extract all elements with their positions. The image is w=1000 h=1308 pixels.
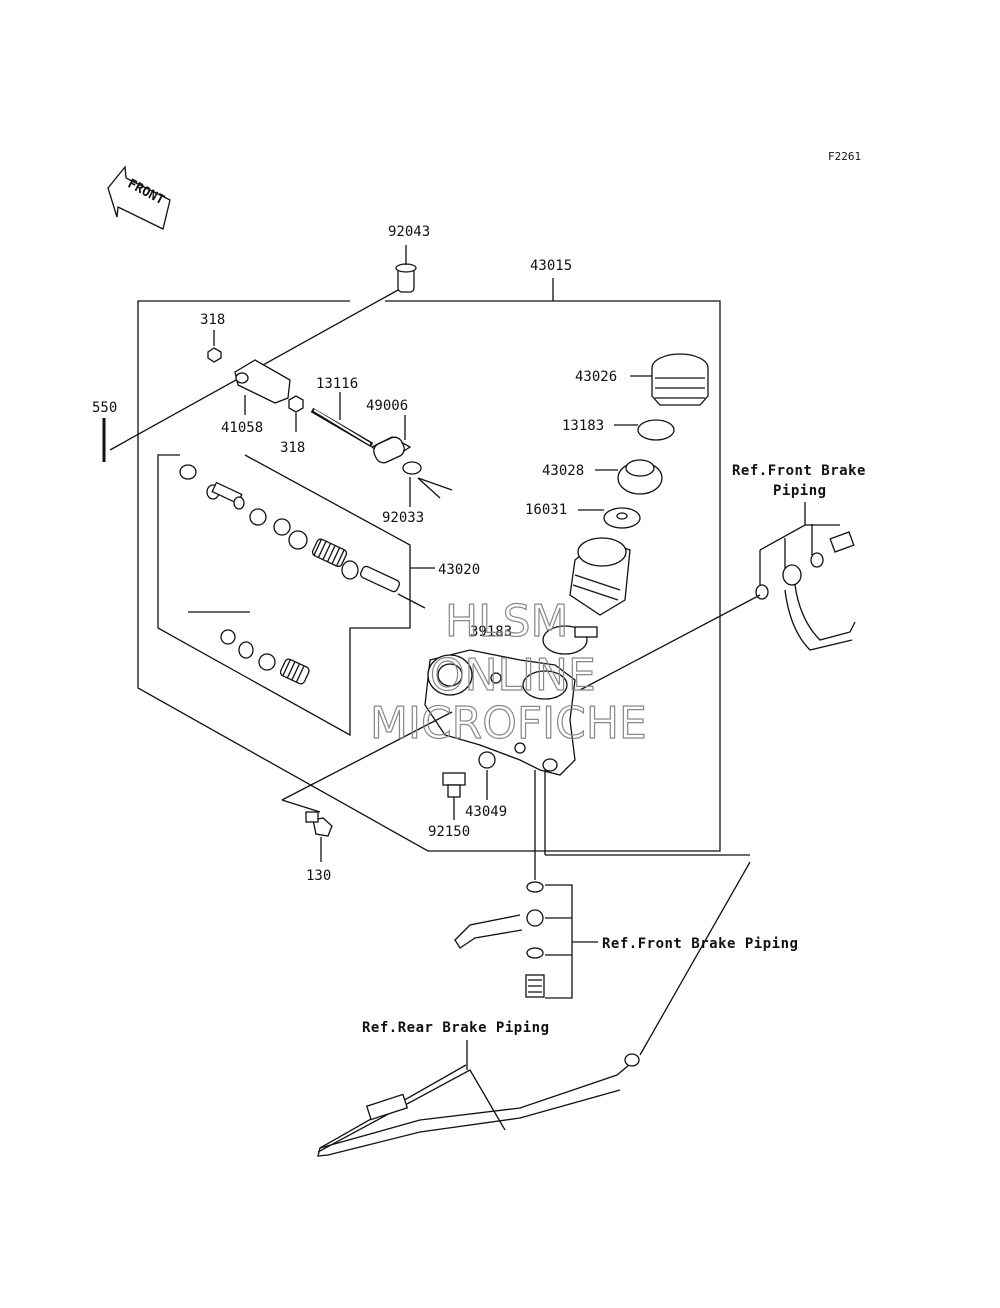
label-92150: 92150 xyxy=(428,824,470,840)
ref-front-brake-top-line2: Piping xyxy=(773,483,827,499)
ref-front-brake-mid: Ref.Front Brake Piping xyxy=(602,936,798,952)
watermark-line3: MICROFICHE xyxy=(370,698,647,749)
part-49006-bushing xyxy=(370,415,412,464)
label-41058: 41058 xyxy=(221,420,263,436)
master-cylinder-body xyxy=(424,649,750,880)
part-16031-float xyxy=(578,507,641,529)
part-130-bolt xyxy=(281,711,453,862)
part-43026-reservoir-cap xyxy=(630,353,709,406)
label-13116: 13116 xyxy=(316,376,358,392)
front-direction-arrow-icon: FRONT xyxy=(107,165,171,230)
part-43020-piston-kit xyxy=(179,464,426,685)
part-92150-bolt xyxy=(442,772,466,820)
front-brake-piping-top xyxy=(579,502,856,691)
kit-43020-outline xyxy=(157,454,435,737)
label-318-upper: 318 xyxy=(200,312,225,328)
part-41058-lever-bracket xyxy=(234,359,291,415)
part-13183-plate xyxy=(614,419,675,441)
part-92033-clip xyxy=(402,461,453,507)
label-92033: 92033 xyxy=(382,510,424,526)
label-43015: 43015 xyxy=(530,258,572,274)
label-43049: 43049 xyxy=(465,804,507,820)
ref-rear-brake: Ref.Rear Brake Piping xyxy=(362,1020,550,1036)
watermark-line1: HLSM xyxy=(445,596,569,647)
label-49006: 49006 xyxy=(366,398,408,414)
label-318-lower: 318 xyxy=(280,440,305,456)
label-16031: 16031 xyxy=(525,502,567,518)
figure-id: F2261 xyxy=(828,150,861,163)
label-13183: 13183 xyxy=(562,418,604,434)
part-43049-washer xyxy=(478,751,496,800)
part-39183-clamp xyxy=(542,625,598,655)
ref-front-brake-top-line1: Ref.Front Brake xyxy=(732,463,866,479)
label-43020: 43020 xyxy=(438,562,480,578)
watermark-line2: ONLINE xyxy=(430,650,596,701)
part-43028-diaphragm xyxy=(595,459,663,495)
label-92043: 92043 xyxy=(388,224,430,240)
rear-brake-piping xyxy=(317,861,751,1157)
label-43026: 43026 xyxy=(575,369,617,385)
part-318-nut-lower xyxy=(288,395,304,432)
label-39183: 39183 xyxy=(470,624,512,640)
label-43028: 43028 xyxy=(542,463,584,479)
part-318-nut-upper xyxy=(207,330,222,363)
label-130: 130 xyxy=(306,868,331,884)
label-550: 550 xyxy=(92,400,117,416)
part-reservoir-boot xyxy=(569,537,631,616)
assembly-43015-outline xyxy=(137,278,721,852)
part-13116-push-rod xyxy=(310,392,374,448)
front-brake-piping-mid xyxy=(454,881,598,999)
